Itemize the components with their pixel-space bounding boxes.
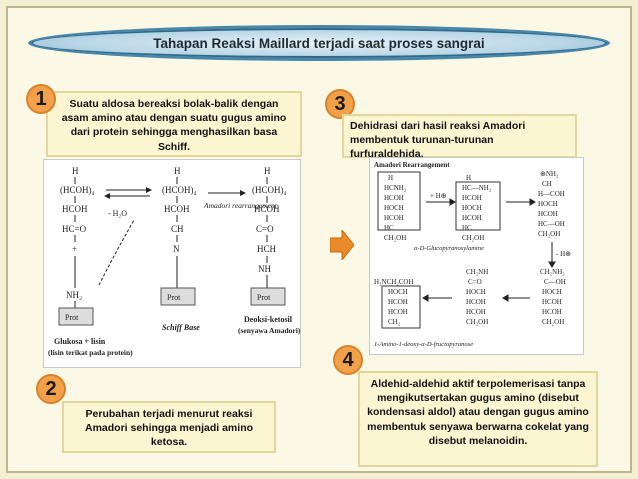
reaction-svg-left: H (HCOH)₄ HCOH HC=O + NH₂ H (HCOH)₄ HCOH… — [48, 166, 301, 357]
svg-text:(HCOH)₄: (HCOH)₄ — [252, 185, 287, 195]
svg-text:HCOH: HCOH — [384, 194, 404, 202]
caption-glukosa: Glukosa + lisin — [54, 337, 106, 346]
title-banner: Tahapan Reaksi Maillard terjadi saat pro… — [28, 25, 610, 61]
svg-text:HC: HC — [384, 224, 394, 232]
svg-text:+: + — [72, 244, 77, 254]
svg-text:H: H — [72, 166, 79, 176]
svg-text:NH₂: NH₂ — [66, 290, 82, 300]
svg-text:HOCH: HOCH — [538, 200, 558, 208]
h-minus-label: - H⊕ — [556, 250, 571, 258]
svg-text:HCOH: HCOH — [542, 298, 562, 306]
water-loss-label: - H₂O — [108, 209, 127, 218]
reaction-svg-right: Amadori Rearrangement H HCNH₂ HCOH HOCH HCO… — [374, 161, 571, 348]
svg-text:CH₂OH: CH₂OH — [538, 230, 560, 238]
svg-text:CH₂NH: CH₂NH — [466, 268, 488, 276]
svg-text:HC—OH: HC—OH — [538, 220, 565, 228]
svg-text:CH₂OH: CH₂OH — [384, 234, 406, 242]
svg-text:HC—NH₂: HC—NH₂ — [462, 184, 492, 192]
svg-text:CH₂OH: CH₂OH — [542, 318, 564, 326]
svg-text:C=O: C=O — [256, 224, 274, 234]
step-4-badge: 4 — [333, 345, 363, 375]
step-4-box: Aldehid-aldehid aktif terpolemerisasi ta… — [358, 371, 598, 467]
svg-text:HCOH: HCOH — [388, 308, 408, 316]
step-2-box: Perubahan terjadi menurut reaksi Amadori… — [62, 401, 276, 453]
amadori-heading: Amadori Rearrangement — [374, 161, 450, 169]
amadori-rearrangement-diagram: Amadori Rearrangement H HCNH₂ HCOH HOCH HCO… — [369, 157, 584, 355]
svg-text:H: H — [174, 166, 181, 176]
step-1-text: Suatu aldosa bereaksi bolak-balik dengan… — [61, 98, 287, 153]
svg-text:HOCH: HOCH — [388, 288, 408, 296]
amadori-label: Amadori rearrangement — [203, 201, 278, 210]
schiff-base-diagram: H (HCOH)₄ HCOH HC=O + NH₂ H (HCOH)₄ HCOH… — [43, 159, 301, 368]
caption-schiff: Schiff Base — [162, 323, 200, 332]
page-title: Tahapan Reaksi Maillard terjadi saat pro… — [153, 35, 485, 51]
svg-text:HCOH: HCOH — [62, 204, 88, 214]
step-3-box: Dehidrasi dari hasil reaksi Amadori memb… — [342, 114, 577, 161]
svg-text:H: H — [388, 174, 393, 182]
arrow-right-icon — [330, 230, 354, 260]
svg-text:(HCOH)₄: (HCOH)₄ — [162, 185, 197, 195]
svg-text:N: N — [173, 244, 180, 254]
svg-text:H—COH: H—COH — [538, 190, 565, 198]
step-2-badge: 2 — [36, 374, 66, 404]
svg-text:NH: NH — [258, 264, 271, 274]
svg-text:HCH: HCH — [257, 244, 277, 254]
svg-text:C=O: C=O — [468, 278, 482, 286]
svg-text:HCOH: HCOH — [538, 210, 558, 218]
step-3-text: Dehidrasi dari hasil reaksi Amadori memb… — [350, 120, 526, 161]
caption-amadori: (senyawa Amadori) — [238, 326, 301, 335]
svg-text:HCOH: HCOH — [388, 298, 408, 306]
glucopyranosylamine-label: α-D-Glucopyranosylamine — [414, 245, 484, 252]
svg-text:CH₂NH₂: CH₂NH₂ — [540, 268, 565, 276]
svg-text:HCOH: HCOH — [254, 204, 280, 214]
svg-text:HOCH: HOCH — [466, 288, 486, 296]
svg-text:HOCH: HOCH — [462, 204, 482, 212]
svg-text:HCOH: HCOH — [466, 308, 486, 316]
prot-label-2: Prot — [167, 293, 181, 302]
svg-text:HOCH: HOCH — [542, 288, 562, 296]
svg-text:HCOH: HCOH — [466, 298, 486, 306]
step-2-text: Perubahan terjadi menurut reaksi Amadori… — [84, 408, 254, 449]
svg-text:CH: CH — [542, 180, 552, 188]
svg-text:HOCH: HOCH — [384, 204, 404, 212]
svg-text:HCOH: HCOH — [462, 214, 482, 222]
svg-text:CH: CH — [171, 224, 184, 234]
caption-lisin: (lisin terikat pada protein) — [48, 348, 133, 357]
svg-text:H₂NCH₂COH: H₂NCH₂COH — [374, 278, 414, 286]
svg-text:CH₂OH: CH₂OH — [466, 318, 488, 326]
svg-text:CH₂: CH₂ — [388, 318, 401, 326]
h-plus-label: + H⊕ — [430, 192, 447, 200]
svg-text:CH₂OH: CH₂OH — [462, 234, 484, 242]
svg-text:HCOH: HCOH — [164, 204, 190, 214]
svg-text:HCOH: HCOH — [542, 308, 562, 316]
prot-label-3: Prot — [257, 293, 271, 302]
svg-text:C—OH: C—OH — [544, 278, 566, 286]
svg-text:HC=O: HC=O — [62, 224, 87, 234]
caption-deoksi: Deoksi-ketosil — [244, 315, 293, 324]
step-4-text: Aldehid-aldehid aktif terpolemerisasi ta… — [367, 378, 589, 447]
svg-text:H: H — [466, 174, 471, 182]
fructopyranose-label: 1-Amino-1-deoxy-α-D-fructopyranose — [374, 341, 473, 348]
svg-text:⊕NH₂: ⊕NH₂ — [540, 170, 559, 178]
svg-text:HCOH: HCOH — [462, 194, 482, 202]
svg-text:HC: HC — [462, 224, 472, 232]
step-1-box: Suatu aldosa bereaksi bolak-balik dengan… — [46, 91, 302, 157]
svg-text:HCNH₂: HCNH₂ — [384, 184, 407, 192]
prot-label-1: Prot — [65, 313, 79, 322]
svg-text:HCOH: HCOH — [384, 214, 404, 222]
svg-text:(HCOH)₄: (HCOH)₄ — [60, 185, 95, 195]
step-1-badge: 1 — [26, 84, 56, 114]
svg-text:H: H — [264, 166, 271, 176]
